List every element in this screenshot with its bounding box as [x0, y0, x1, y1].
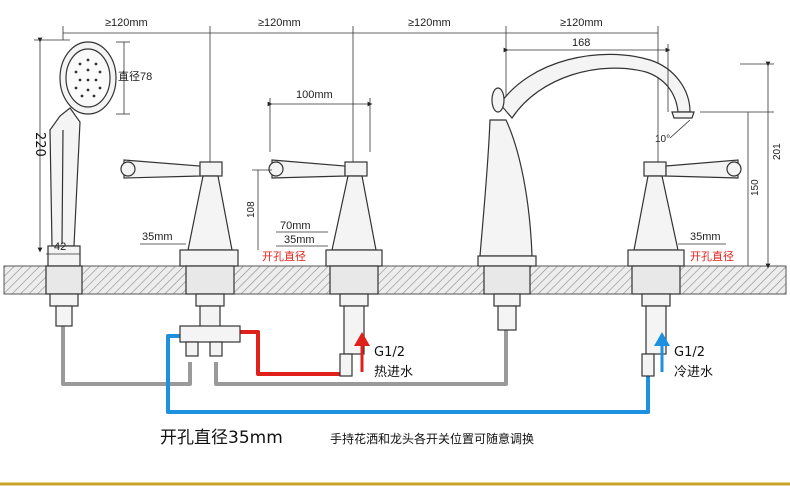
right-handle-valve — [627, 159, 742, 377]
hand-shower — [45, 41, 117, 327]
cold-inlet-label: 冷进水 — [674, 365, 713, 380]
spacing-label-3: ≥120mm — [408, 17, 451, 29]
middle-spread-label: 100mm — [296, 89, 333, 101]
hot-inlet-arrow — [354, 332, 370, 372]
cold-inlet-arrow — [654, 332, 670, 372]
middle-dimensions — [252, 98, 373, 250]
spout-angle-label: 10° — [655, 134, 670, 145]
mix-pipe — [61, 326, 192, 386]
hot-pipe — [238, 330, 345, 376]
middle-height-label: 108 — [246, 201, 257, 218]
shower-dots — [74, 58, 102, 98]
pipes — [61, 326, 650, 414]
hole-diameter-title: 开孔直径35mm — [160, 428, 283, 448]
shower-diameter-label: 直径78 — [118, 69, 152, 83]
spacing-label-4: ≥120mm — [560, 17, 603, 29]
spout-total-height-label: 201 — [772, 143, 783, 160]
spout — [477, 53, 695, 331]
left-handle-valve — [120, 159, 241, 357]
shower-base-label: 42 — [54, 241, 66, 253]
middle-hole-label: 35mm — [284, 234, 315, 246]
spout-dimensions — [503, 44, 774, 269]
middle-hole-red-label: 开孔直径 — [262, 249, 306, 263]
middle-outer-label: 70mm — [280, 220, 311, 232]
spacing-label-2: ≥120mm — [258, 17, 301, 29]
hot-inlet-size: G1/2 — [374, 345, 405, 360]
spout-reach-label: 168 — [572, 37, 590, 49]
shower-height-label: 220 — [32, 132, 47, 157]
cold-pipe — [166, 334, 650, 414]
spacing-label-1: ≥120mm — [105, 17, 148, 29]
right-hole-label: 35mm — [690, 231, 721, 243]
spacing-dimensions — [62, 26, 659, 170]
spout-height-label: 150 — [750, 179, 761, 196]
installation-note: 手持花洒和龙头各开关位置可随意调换 — [330, 431, 534, 446]
middle-handle-valve — [268, 159, 383, 377]
hot-inlet-label: 热进水 — [374, 365, 413, 380]
right-hole-red-label: 开孔直径 — [690, 249, 734, 263]
cold-inlet-size: G1/2 — [674, 345, 705, 360]
shower-dimensions — [34, 37, 130, 255]
mix-pipe-spout — [214, 330, 508, 386]
left-hole-label: 35mm — [142, 231, 173, 243]
